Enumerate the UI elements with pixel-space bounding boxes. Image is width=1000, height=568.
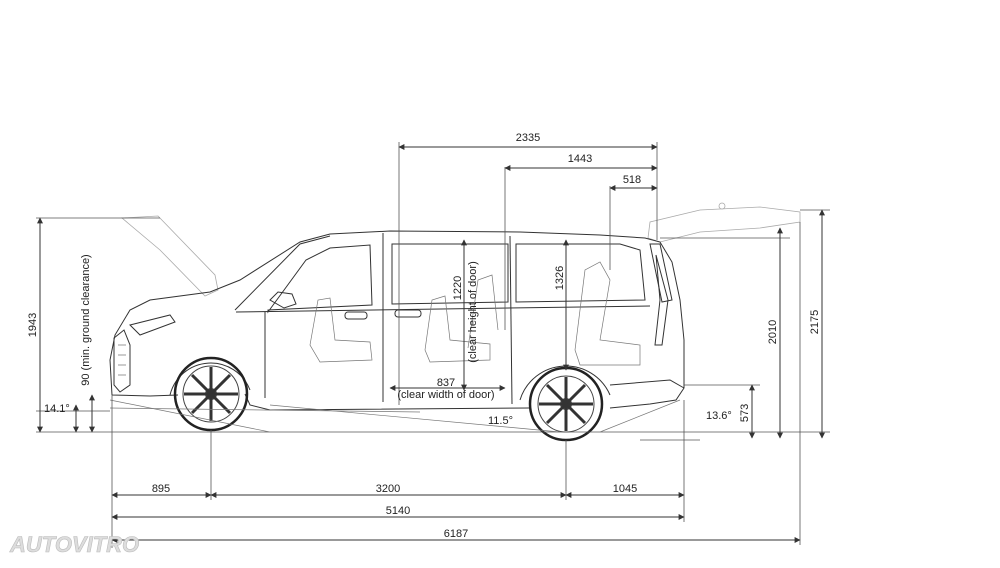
- sliding-door-handle: [394, 309, 422, 318]
- dim-1443: 1443: [568, 153, 592, 165]
- taillight: [654, 254, 669, 346]
- headlight: [129, 314, 176, 336]
- front-wheel: [173, 356, 249, 432]
- windshield: [234, 235, 331, 311]
- top-dimensions: 2335 1443 518: [398, 132, 658, 405]
- front-door-window: [267, 244, 373, 314]
- dim-837: 837: [437, 377, 455, 389]
- clear-width-door-label: (clear width of door): [397, 389, 494, 401]
- dim-1220: 1220: [452, 276, 464, 300]
- dim-573: 573: [739, 404, 751, 422]
- dim-2335: 2335: [516, 132, 540, 144]
- rear-wheel: [528, 366, 604, 442]
- dim-3200: 3200: [376, 483, 400, 495]
- dim-518: 518: [623, 174, 641, 186]
- middle-window: [391, 243, 509, 305]
- dim-1045: 1045: [613, 483, 637, 495]
- dim-2175: 2175: [809, 310, 821, 334]
- dim-5140: 5140: [386, 505, 410, 517]
- dim-6187: 6187: [444, 528, 468, 540]
- left-dimensions: 1943 90 (min. ground clearance) 14.1°: [27, 217, 95, 433]
- interior-seats: [309, 261, 641, 366]
- bottom-dimensions: 895 3200 1045 5140 6187: [111, 222, 801, 548]
- rear-side-window: [515, 243, 646, 303]
- dim-2010: 2010: [767, 320, 779, 344]
- open-hood-outline: [120, 215, 219, 297]
- van-side-view: [109, 202, 801, 442]
- angle-mid-label: 11.5°: [488, 415, 513, 427]
- front-door-handle: [344, 311, 368, 320]
- side-mirror: [269, 291, 297, 309]
- dim-1326: 1326: [554, 266, 566, 290]
- watermark-logo: AUTOVITRO: [9, 532, 139, 557]
- front-grille: [113, 329, 131, 393]
- door-dimensions: 1220 (clear height of door) 1326 837 (cl…: [389, 239, 569, 427]
- body-outline: [109, 230, 685, 411]
- right-dimensions: 2010 2175 573 13.6°: [660, 209, 830, 439]
- dim-895: 895: [152, 483, 170, 495]
- angle-rear-label: 13.6°: [706, 410, 732, 422]
- clear-height-door-label: (clear height of door): [467, 261, 479, 363]
- dim-1943: 1943: [27, 313, 39, 337]
- angle-front-label: 14.1°: [44, 403, 70, 415]
- open-tailgate-outline: [647, 206, 801, 243]
- ground-clearance-label: 90 (min. ground clearance): [80, 254, 92, 385]
- ground-lines: [36, 217, 830, 441]
